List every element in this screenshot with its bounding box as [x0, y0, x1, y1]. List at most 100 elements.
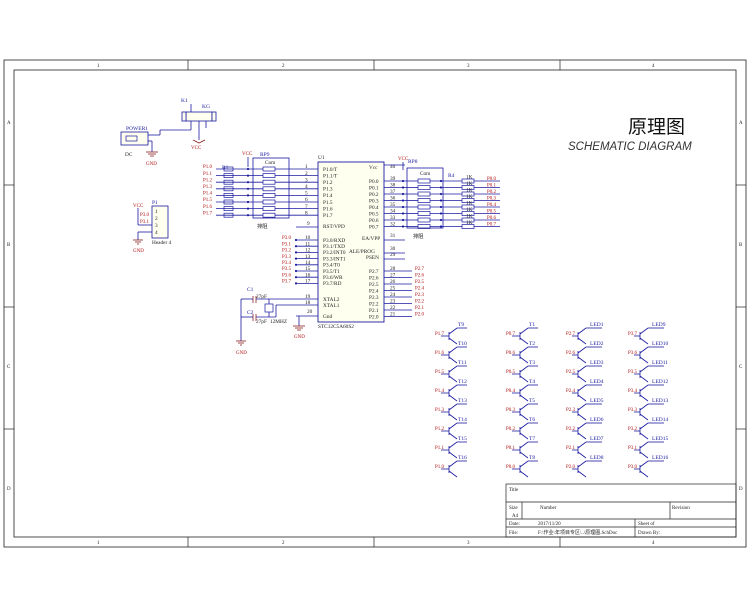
mcu-pin-name: P2.0	[369, 314, 379, 320]
led-anode	[639, 441, 649, 449]
power-dc: DC	[125, 152, 133, 158]
emitter	[448, 413, 458, 421]
mcu-pin-num: 7	[305, 204, 308, 210]
mcu-pin-num: 37	[390, 189, 396, 195]
led-anode	[639, 327, 649, 335]
collector	[448, 327, 458, 335]
resistor	[223, 186, 234, 192]
emitter	[519, 451, 529, 459]
mcu-pin-num: 18	[305, 300, 311, 306]
component-label: LED12	[652, 379, 668, 385]
collector	[448, 403, 458, 411]
mcu-vcc-num: 40	[390, 164, 396, 170]
mcu-pin-name: P0.0	[369, 179, 379, 185]
mcu-gnd-num: 20	[307, 309, 313, 315]
resistor	[223, 212, 234, 218]
net-label: P2.2	[566, 427, 576, 432]
power-gnd: GND	[146, 162, 157, 167]
mcu-pin-num: 10	[305, 235, 311, 241]
led-anode	[577, 422, 587, 430]
mcu-pin-num: 15	[305, 266, 311, 272]
junction-dot	[439, 199, 443, 202]
transistor-T8: P0.0T8	[506, 455, 538, 478]
mcu-pin-name: P1.3	[323, 187, 333, 193]
net-label: P1.6	[435, 351, 445, 356]
led-cathode	[639, 432, 649, 440]
transistor-T7: P0.1T7	[506, 436, 538, 459]
emitter	[519, 413, 529, 421]
header-pin-4: 4	[155, 230, 158, 236]
net-label-p0: P0.3	[487, 197, 497, 202]
resistor	[223, 173, 234, 178]
k1-ref: K1	[181, 98, 188, 104]
net-label: P3.6	[628, 351, 638, 356]
junction-dot	[401, 199, 405, 202]
component-label: LED6	[590, 417, 604, 423]
mcu-pin-num: 16	[305, 272, 311, 278]
component-label: T5	[529, 398, 535, 404]
emitter	[448, 356, 458, 364]
zone-row-right-C: C	[739, 365, 743, 370]
rp-left-ref: RP9	[260, 152, 270, 158]
net-label-p2: P2.0	[415, 313, 425, 318]
junction-dot	[246, 167, 250, 171]
mcu-pin-num: 34	[390, 209, 396, 215]
zone-row-left-A: A	[7, 121, 11, 126]
power-jack: POWER1 GND DC	[120, 126, 161, 167]
junction-dot	[294, 238, 298, 242]
led-cathode	[577, 356, 587, 364]
junction-dot	[246, 187, 250, 190]
mcu-pin-name: P1.1/T	[323, 173, 338, 179]
led-LED12: P3.4 LED12	[628, 379, 668, 402]
component-label: T6	[529, 417, 535, 423]
emitter	[448, 470, 458, 478]
net-label-p1: P1.4	[203, 192, 213, 197]
component-label: LED2	[590, 341, 604, 347]
mcu-pin-num: 1	[305, 164, 308, 170]
component-label: T14	[458, 417, 467, 423]
mcu-rst-name: RST/VPD	[323, 224, 345, 230]
led-anode	[639, 365, 649, 373]
zone-row-left-C: C	[7, 365, 11, 370]
collector	[448, 460, 458, 468]
header-vcc: VCC	[133, 204, 144, 209]
junction-dot	[294, 257, 298, 260]
net-label: P3.0	[628, 465, 638, 470]
mcu-pin-name: P1.0/T	[323, 167, 338, 173]
junction-dot	[401, 205, 405, 209]
led-anode	[639, 422, 649, 430]
component-label: T2	[529, 341, 535, 347]
component-label: T9	[458, 322, 464, 328]
emitter	[448, 375, 458, 383]
component-label: LED1	[590, 322, 604, 328]
resistor-value: 1K	[466, 175, 473, 181]
net-label-p2: P2.5	[415, 280, 425, 285]
net-label: P3.4	[628, 389, 638, 394]
led-anode	[577, 403, 587, 411]
net-label: P2.5	[566, 370, 576, 375]
sheet-label: Sheet of	[638, 522, 655, 527]
led-LED6: P2.2 LED6	[566, 417, 604, 440]
emitter	[448, 394, 458, 402]
transistor-T6: P0.2T6	[506, 417, 538, 440]
emitter	[519, 394, 529, 402]
mcu-pin-num: 19	[305, 294, 311, 300]
header-net-2: P3.1	[140, 220, 150, 225]
collector	[448, 365, 458, 373]
collector	[448, 384, 458, 392]
mcu-pin-name: P0.7	[369, 224, 379, 230]
mcu-p2-pins: 28P2.727P2.626P2.525P2.424P2.323P2.222P2…	[369, 266, 412, 320]
switch-k1: K1 KG VCC	[160, 98, 217, 151]
mcu-pin-num: 17	[305, 279, 311, 285]
led-anode	[577, 441, 587, 449]
power-ref: POWER1	[126, 126, 148, 132]
led-cathode	[639, 413, 649, 421]
collector	[519, 403, 529, 411]
component-label: T1	[529, 322, 535, 328]
header-pin-1: 1	[155, 209, 158, 215]
